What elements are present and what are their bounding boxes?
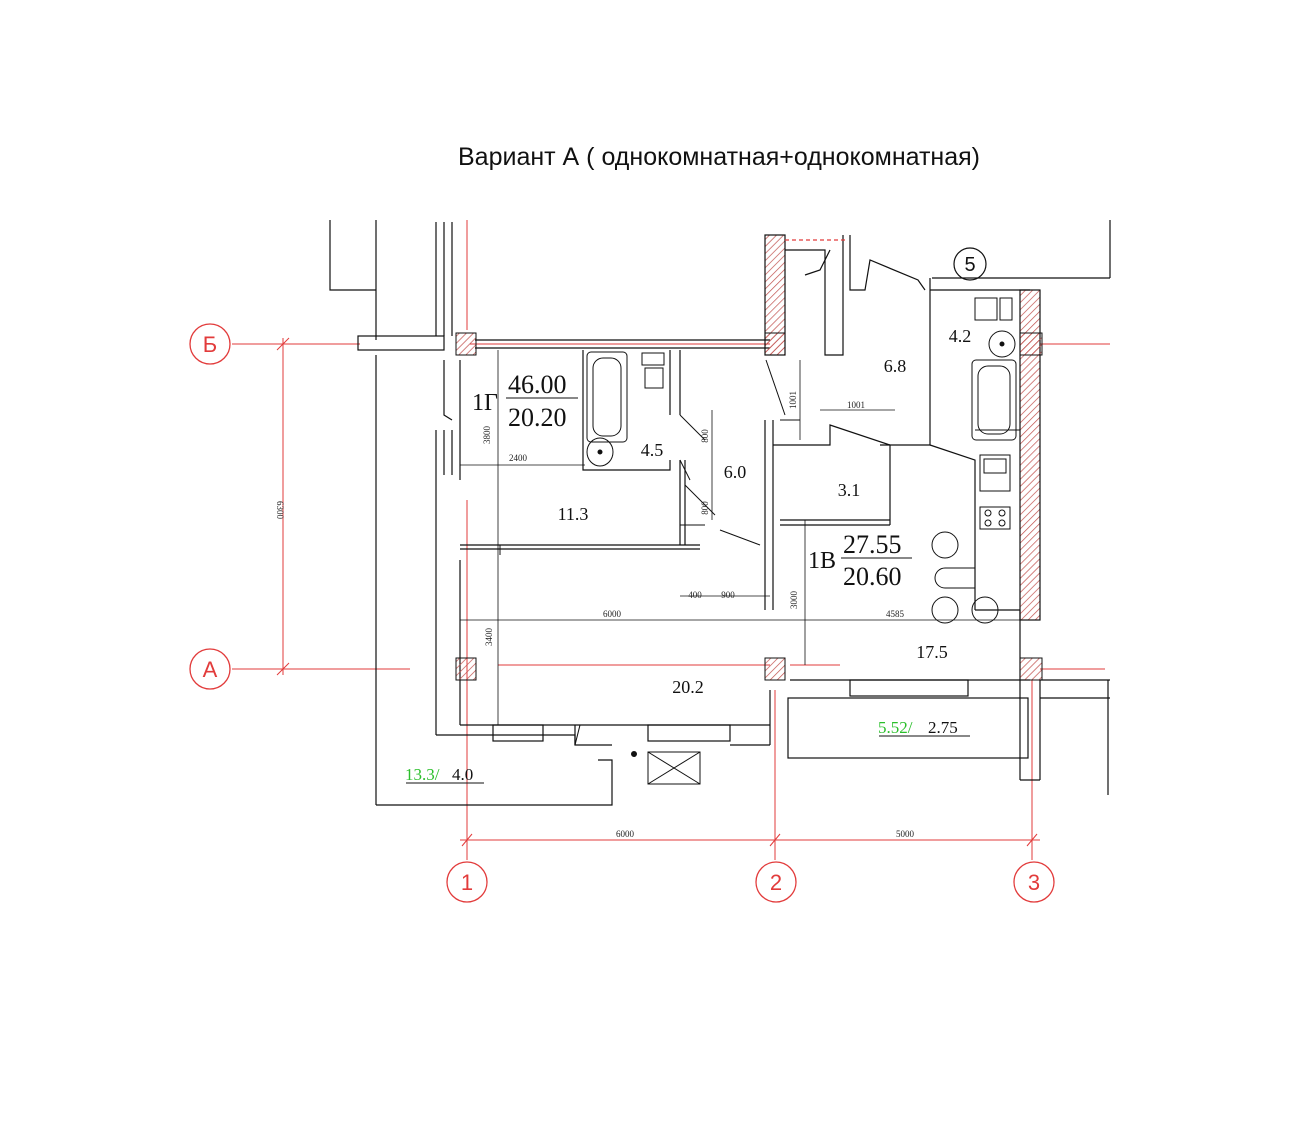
svg-text:2.75: 2.75 bbox=[928, 718, 958, 737]
room-kitchen-apt1: 11.3 bbox=[558, 504, 589, 524]
room-corridor-apt1: 6.0 bbox=[724, 462, 747, 482]
svg-text:4.0: 4.0 bbox=[452, 765, 473, 784]
dimension-labels: 6000 5000 6300 3800 2400 3400 6000 4585 … bbox=[275, 391, 915, 839]
svg-text:900: 900 bbox=[721, 590, 735, 600]
svg-text:6000: 6000 bbox=[603, 609, 622, 619]
room-storage-apt2: 3.1 bbox=[838, 480, 861, 500]
balcony-label-apt1: 13.3/ 4.0 bbox=[405, 765, 473, 784]
svg-text:3400: 3400 bbox=[484, 628, 494, 647]
svg-text:5000: 5000 bbox=[896, 829, 915, 839]
svg-text:3: 3 bbox=[1028, 870, 1040, 895]
walls bbox=[329, 220, 1111, 806]
svg-text:800: 800 bbox=[700, 501, 710, 515]
axis-bubble-1: 1 bbox=[446, 861, 488, 903]
svg-text:800: 800 bbox=[700, 429, 710, 443]
bathtub-apt2 bbox=[971, 359, 1017, 441]
svg-text:2400: 2400 bbox=[509, 453, 528, 463]
svg-text:2: 2 bbox=[770, 870, 782, 895]
room-hall-apt2: 6.8 bbox=[884, 356, 907, 376]
vent-shaft bbox=[647, 751, 701, 785]
svg-text:6300: 6300 bbox=[275, 501, 285, 520]
apt2-living-area: 20.60 bbox=[843, 562, 902, 591]
apt1-living-area: 20.20 bbox=[508, 403, 567, 432]
axis-bubble-3: 3 bbox=[1013, 861, 1055, 903]
sink-apt2 bbox=[988, 330, 1016, 358]
svg-text:400: 400 bbox=[688, 590, 702, 600]
svg-text:1001: 1001 bbox=[788, 391, 798, 409]
svg-text:1001: 1001 bbox=[847, 400, 865, 410]
svg-text:5.52/: 5.52/ bbox=[878, 718, 913, 737]
svg-text:5: 5 bbox=[964, 254, 975, 276]
marker-dot bbox=[631, 751, 637, 757]
bathtub-apt1 bbox=[586, 351, 628, 443]
room-living-apt2: 17.5 bbox=[916, 642, 948, 662]
interior-dimensions bbox=[460, 350, 1020, 725]
stove-apt2 bbox=[979, 506, 1011, 530]
plan-title: Вариант А ( однокомнатная+однокомнатная) bbox=[458, 143, 980, 171]
apt1-total-area: 46.00 bbox=[508, 370, 567, 399]
room-bathroom-apt2: 4.2 bbox=[949, 326, 972, 346]
svg-text:13.3/: 13.3/ bbox=[405, 765, 440, 784]
svg-text:4585: 4585 bbox=[886, 609, 905, 619]
room-bathroom-apt1: 4.5 bbox=[641, 440, 664, 460]
svg-text:1В: 1В bbox=[808, 548, 836, 574]
axis-grid bbox=[232, 220, 1110, 860]
svg-text:6000: 6000 bbox=[616, 829, 635, 839]
dining-set-apt2 bbox=[931, 531, 999, 624]
toilet-apt1 bbox=[641, 352, 665, 389]
kitchen-sink-apt2 bbox=[979, 454, 1011, 492]
svg-text:1Г: 1Г bbox=[472, 390, 498, 416]
doors bbox=[499, 359, 1020, 746]
columns bbox=[455, 332, 1043, 681]
svg-text:3800: 3800 bbox=[482, 426, 492, 445]
room-living-apt1: 20.2 bbox=[672, 677, 704, 697]
svg-text:3000: 3000 bbox=[789, 591, 799, 610]
axis-bubble-2: 2 bbox=[755, 861, 797, 903]
balcony-label-apt2: 5.52/ 2.75 bbox=[878, 718, 958, 737]
axis-bubble-b: Б bbox=[189, 323, 231, 365]
sink-apt1 bbox=[586, 437, 614, 467]
apartment-1-label: 1Г 46.00 20.20 bbox=[472, 370, 578, 432]
apartment-2-label: 1В 27.55 20.60 bbox=[808, 530, 912, 591]
axis-bubble-a: А bbox=[189, 648, 231, 690]
svg-text:А: А bbox=[203, 657, 218, 682]
apt2-total-area: 27.55 bbox=[843, 530, 902, 559]
axis-bubble-5: 5 bbox=[953, 247, 987, 281]
svg-text:1: 1 bbox=[461, 870, 473, 895]
svg-text:Б: Б bbox=[203, 332, 217, 357]
toilet-apt2 bbox=[974, 297, 1013, 321]
